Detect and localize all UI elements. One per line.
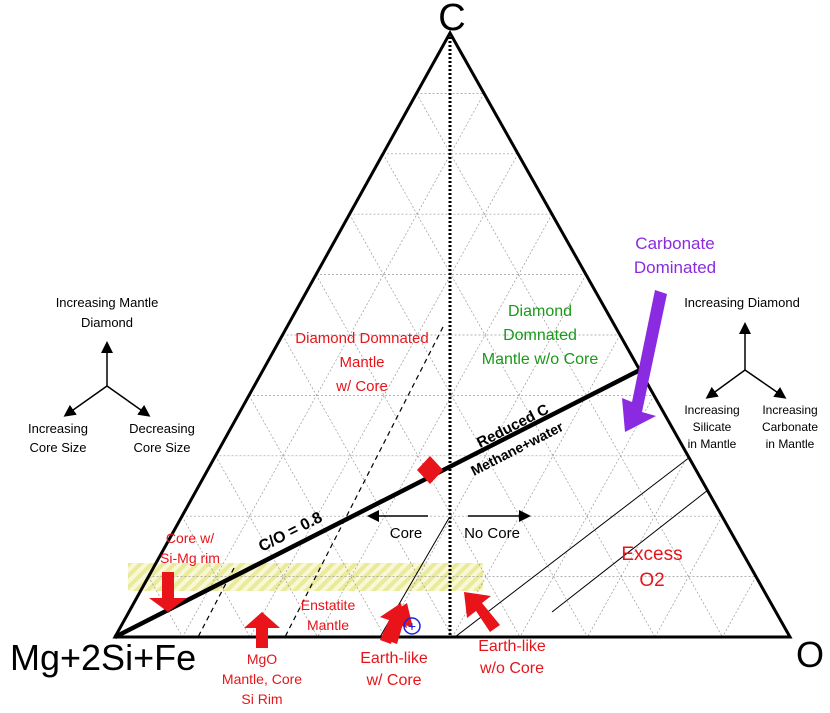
grid-line <box>317 214 553 638</box>
svg-text:MgO: MgO <box>247 651 277 667</box>
svg-text:Si-Mg rim: Si-Mg rim <box>160 550 220 566</box>
ternary-triangle <box>112 29 793 639</box>
arrow-core-rim <box>149 572 187 612</box>
label-earth-no-core: Earth-like w/o Core <box>478 638 546 677</box>
core-label: Core <box>390 525 423 542</box>
svg-text:Increasing Mantle: Increasing Mantle <box>56 295 159 310</box>
hatched-band <box>128 563 483 591</box>
grid-line <box>182 93 485 638</box>
region-diamond-no-core: Diamond Domnated Mantle w/o Core <box>482 303 599 368</box>
svg-text:O2: O2 <box>639 570 664 591</box>
grid-line <box>349 214 588 638</box>
svg-text:Mantle, Core: Mantle, Core <box>222 671 302 687</box>
arrow-mgo <box>244 612 280 648</box>
grid-line <box>382 153 656 638</box>
svg-text:Mantle: Mantle <box>307 617 349 633</box>
svg-text:Increasing: Increasing <box>762 403 817 417</box>
co-ratio-line <box>113 367 642 640</box>
vertex-c-label: C <box>438 0 465 39</box>
svg-text:Decreasing: Decreasing <box>129 421 195 436</box>
svg-text:in Mantle: in Mantle <box>766 437 815 451</box>
label-core-rim: Core w/ Si-Mg rim <box>160 530 220 566</box>
label-enstatite: Enstatite Mantle <box>301 597 356 633</box>
arrow-earth-no-core <box>464 592 500 632</box>
dashed-line-1 <box>284 326 444 638</box>
blue-marker-symbol: + <box>408 618 416 634</box>
blue-marker-circle <box>403 617 421 635</box>
svg-text:Carbonate: Carbonate <box>635 234 714 253</box>
grid-line <box>249 153 519 638</box>
svg-text:Increasing: Increasing <box>684 403 739 417</box>
o2-boundary-line <box>551 489 709 613</box>
svg-text:Core w/: Core w/ <box>166 530 214 546</box>
earth-no-core-line <box>454 456 691 638</box>
svg-text:Core Size: Core Size <box>133 440 190 455</box>
svg-text:Increasing Diamond: Increasing Diamond <box>684 295 800 310</box>
svg-text:in Mantle: in Mantle <box>688 437 737 451</box>
vertex-o-label: O <box>796 634 824 675</box>
label-earth-core: Earth-like w/ Core <box>360 650 428 689</box>
red-diamond-marker <box>417 456 443 484</box>
red-arrows <box>149 572 500 648</box>
region-excess-o2: Excess O2 <box>621 544 682 591</box>
label-mgo: MgO Mantle, Core Si Rim <box>222 651 302 707</box>
left-compass: Increasing Mantle Diamond Increasing Cor… <box>28 295 195 455</box>
svg-text:Carbonate: Carbonate <box>762 420 818 434</box>
grid-line <box>148 576 183 638</box>
svg-text:w/o Core: w/o Core <box>479 660 544 677</box>
right-compass: Increasing Diamond Increasing Silicate i… <box>684 295 818 451</box>
svg-text:Enstatite: Enstatite <box>301 597 356 613</box>
svg-text:Dominated: Dominated <box>634 258 716 277</box>
svg-text:Increasing: Increasing <box>28 421 88 436</box>
svg-text:Mantle w/o Core: Mantle w/o Core <box>482 351 599 368</box>
svg-text:Diamond: Diamond <box>81 315 133 330</box>
region-diamond-core: Diamond Domnated Mantle w/ Core <box>295 330 428 395</box>
arrow-earth-core <box>380 603 407 644</box>
vertex-mg-label: Mg+2Si+Fe <box>10 637 196 678</box>
svg-text:Core Size: Core Size <box>29 440 86 455</box>
svg-text:Si Rim: Si Rim <box>241 691 282 707</box>
svg-text:w/ Core: w/ Core <box>335 378 388 395</box>
svg-text:Excess: Excess <box>621 544 682 565</box>
svg-text:Domnated: Domnated <box>503 327 577 344</box>
grid-line <box>452 334 621 638</box>
region-carbonate: Carbonate Dominated <box>634 234 716 277</box>
svg-text:Diamond: Diamond <box>508 303 572 320</box>
grid-line <box>215 455 318 638</box>
svg-text:Mantle: Mantle <box>339 354 384 371</box>
svg-text:Earth-like: Earth-like <box>478 638 546 655</box>
carbonate-arrow <box>622 290 667 432</box>
no-core-label: No Core <box>464 525 520 542</box>
svg-text:Diamond Domnated: Diamond Domnated <box>295 330 428 347</box>
grid-line <box>722 576 757 638</box>
grid-line <box>282 334 453 638</box>
svg-text:w/ Core: w/ Core <box>365 672 421 689</box>
svg-text:Silicate: Silicate <box>693 420 732 434</box>
svg-text:Earth-like: Earth-like <box>360 650 428 667</box>
grid-line <box>587 455 689 638</box>
